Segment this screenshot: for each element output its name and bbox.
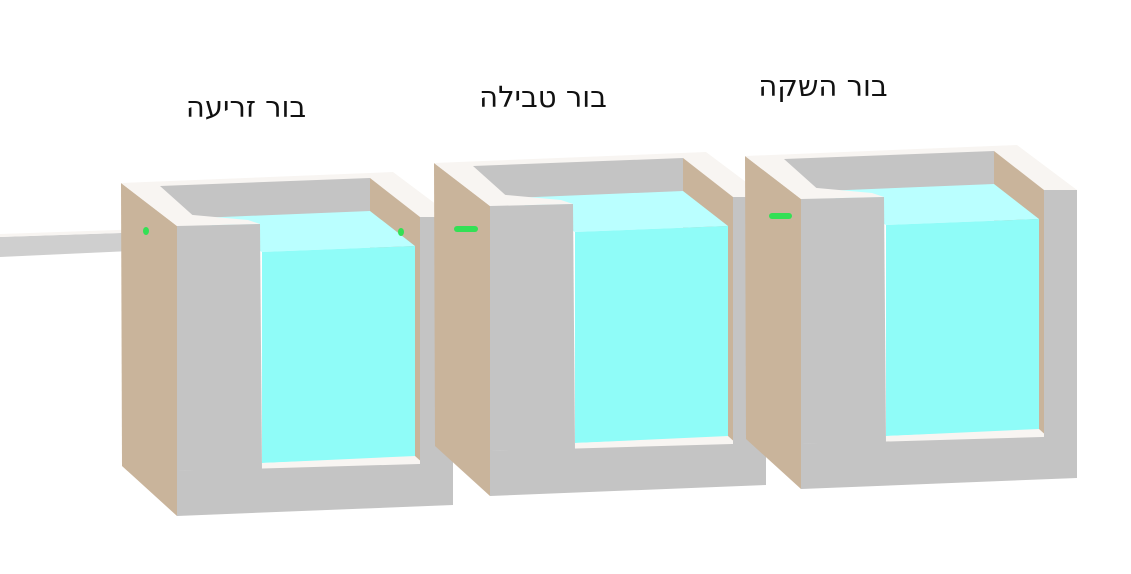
pool-hashaka [745, 145, 1077, 489]
pool-tvila [434, 152, 766, 496]
inlet-pipe [0, 232, 152, 257]
pipe-hole-icon [143, 227, 149, 235]
inlet-pipe-top [0, 229, 152, 237]
connector-pipe-1 [454, 226, 478, 232]
pipe-hole-icon [398, 228, 404, 236]
connector-pipe-2 [769, 213, 792, 219]
label-pool-zeria: בור זריעה [185, 90, 307, 124]
label-pool-tvila: בור טבילה [479, 80, 607, 114]
label-pool-hashaka: בור השקה [758, 69, 888, 103]
pool-zeria [121, 172, 453, 516]
